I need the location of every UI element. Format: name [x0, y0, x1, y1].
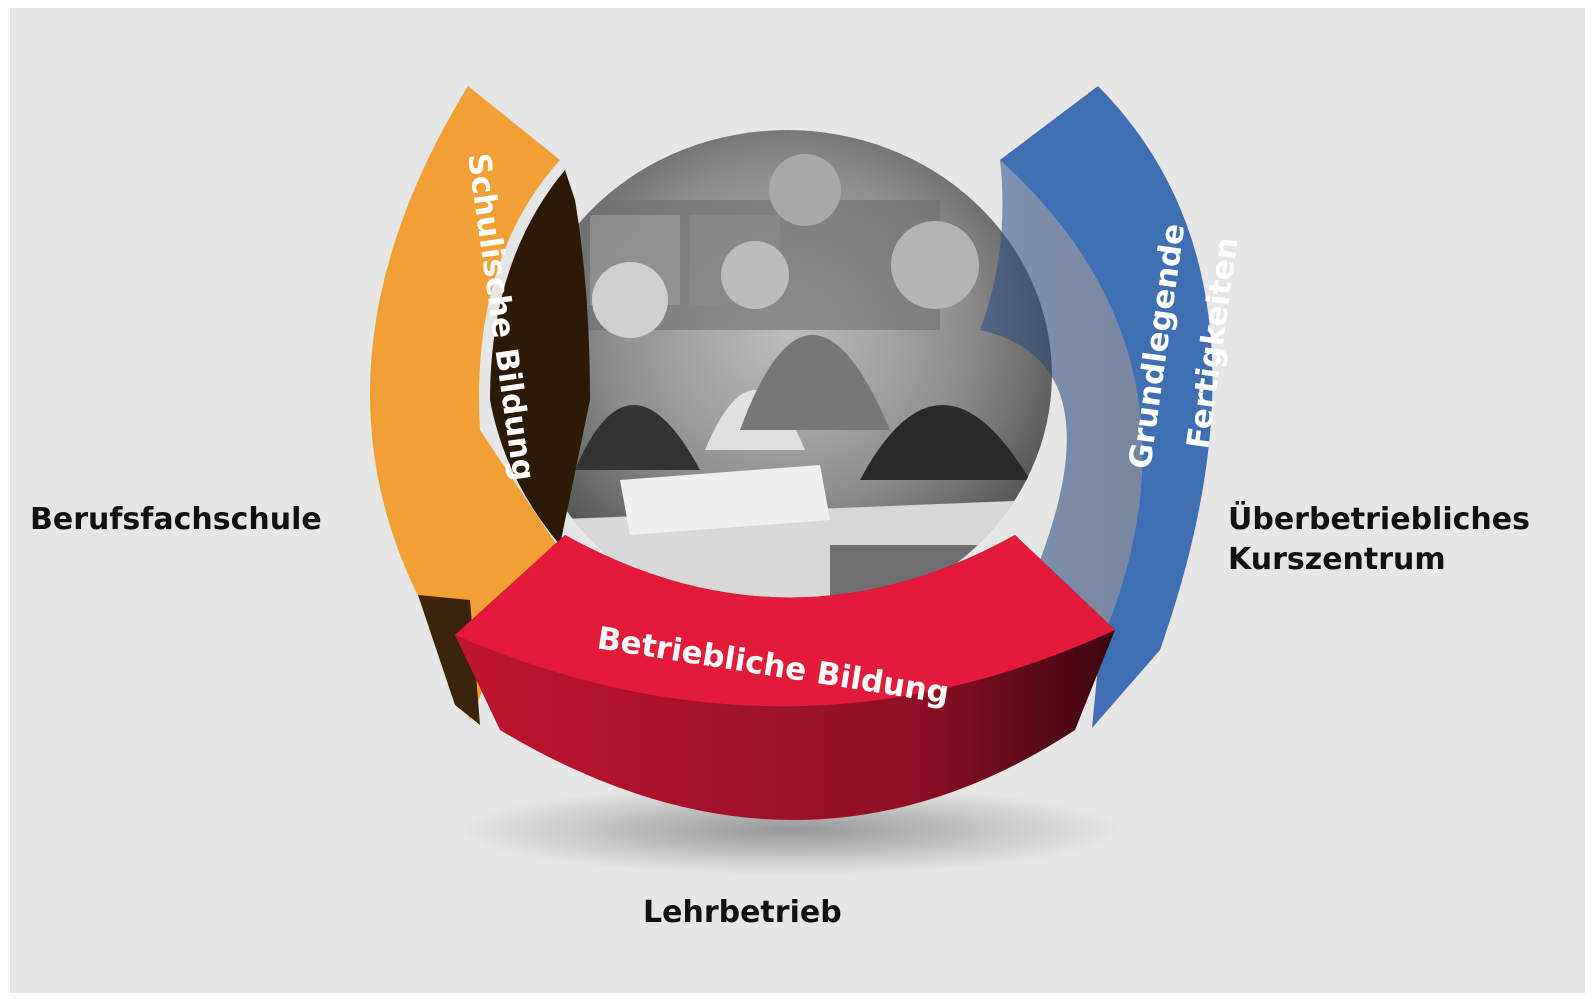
segment-betriebliche-bildung: Betriebliche Bildung	[455, 535, 1115, 820]
ring-shadow	[460, 785, 1120, 875]
place-label-kurszentrum-line2: Kurszentrum	[1228, 542, 1446, 577]
place-label-kurszentrum-line1: Überbetriebliches	[1228, 502, 1530, 537]
place-label-kurszentrum: Überbetriebliches Kurszentrum	[1228, 500, 1530, 580]
segment-schulische-bildung: Schulische Bildung	[370, 86, 590, 725]
place-label-berufsfachschule: Berufsfachschule	[30, 502, 322, 537]
classroom-photo-icon	[522, 130, 1052, 620]
place-label-lehrbetrieb: Lehrbetrieb	[643, 895, 842, 930]
